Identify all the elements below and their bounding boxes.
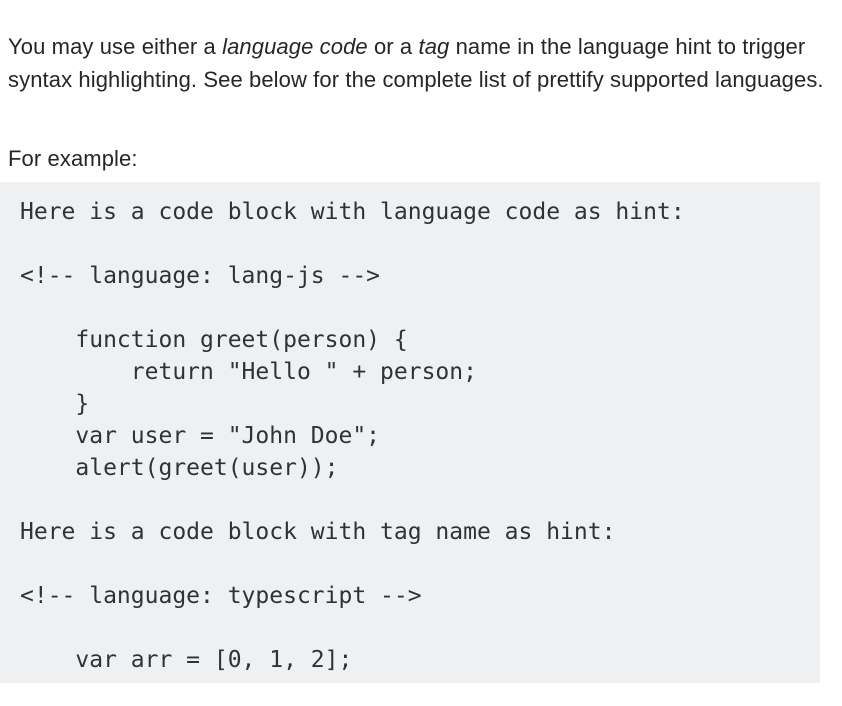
intro-segment-5: name in the language hint to trigger syn… [8,34,824,92]
code-line-blank [20,292,820,324]
code-line: var arr = [0, 1, 2]; [20,647,353,673]
code-line-blank [20,548,820,580]
intro-segment-1: You may use either a [8,34,223,59]
code-line: } [20,391,90,417]
code-block-content: Here is a code block with language code … [20,196,820,676]
code-line: <!-- language: typescript --> [20,583,422,609]
for-example-paragraph: For example: [8,146,138,171]
code-line-blank [20,484,820,516]
code-line: function greet(person) { [20,327,408,353]
code-block: Here is a code block with language code … [0,182,820,683]
intro-paragraph: You may use either a language code or a … [8,30,842,96]
intro-emphasis-tag: tag [418,34,450,59]
code-line: Here is a code block with language code … [20,199,685,225]
code-line: Here is a code block with tag name as hi… [20,519,616,545]
code-line: alert(greet(user)); [20,455,339,481]
code-line-blank [20,228,820,260]
intro-segment-3: or a [367,34,419,59]
code-line: return "Hello " + person; [20,359,477,385]
code-line: var user = "John Doe"; [20,423,381,449]
code-line-blank [20,612,820,644]
intro-emphasis-language-code: language code [222,34,368,59]
code-line: <!-- language: lang-js --> [20,263,381,289]
